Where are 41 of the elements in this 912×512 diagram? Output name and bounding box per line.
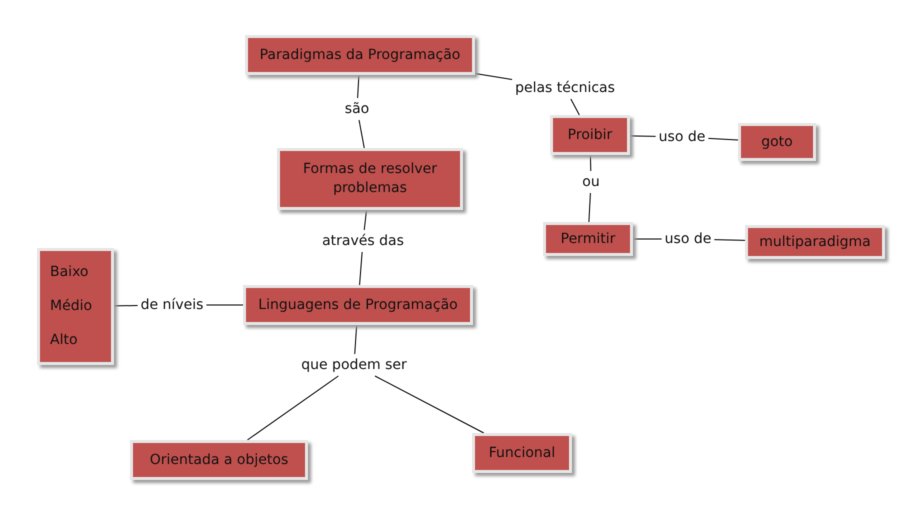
concept-box (245, 35, 475, 75)
concept-box (243, 285, 473, 325)
concept-box (543, 222, 633, 256)
concept-label: Permitir (560, 230, 616, 248)
linking-phrase: que podem ser (301, 357, 407, 373)
connector-line (246, 376, 339, 440)
concept-label: Orientada a objetos (150, 450, 288, 470)
connector-line (590, 154, 592, 172)
concept-label: Baixo (50, 262, 88, 282)
connector-line (114, 305, 138, 306)
concept-box (472, 433, 572, 473)
connector-line (632, 238, 662, 240)
connector-line (708, 138, 738, 140)
connector-line (354, 324, 358, 354)
concept-label: Médio (50, 297, 92, 316)
connector-line (474, 73, 513, 80)
linking-phrase: pelas técnicas (515, 80, 615, 96)
concept-label: Alto (50, 331, 78, 350)
concept-label: Linguagens de Programação (258, 296, 458, 314)
concept-box (130, 440, 308, 480)
connector-line (588, 192, 591, 222)
connector-line (358, 120, 365, 148)
connector-line (630, 135, 656, 137)
concept-box (745, 225, 885, 259)
connector-line (206, 304, 244, 306)
concept-label: Paradigmas da Programação (260, 46, 460, 64)
connector-line (364, 210, 367, 230)
connector-line (357, 74, 360, 98)
concept-label: multiparadigma (759, 232, 871, 252)
concept-box (738, 123, 816, 161)
concept-box (37, 248, 114, 365)
concept-label: Proibir (568, 126, 612, 144)
concept-label: Formas de resolver problemas (302, 160, 438, 198)
connector-line (374, 376, 484, 434)
concept-box (277, 148, 463, 210)
concept-box (550, 115, 630, 155)
concept-label: Funcional (488, 444, 556, 462)
connector-line (359, 252, 363, 286)
concept-label: goto (761, 132, 793, 152)
connector-line (714, 239, 746, 241)
connector-line (570, 98, 580, 116)
